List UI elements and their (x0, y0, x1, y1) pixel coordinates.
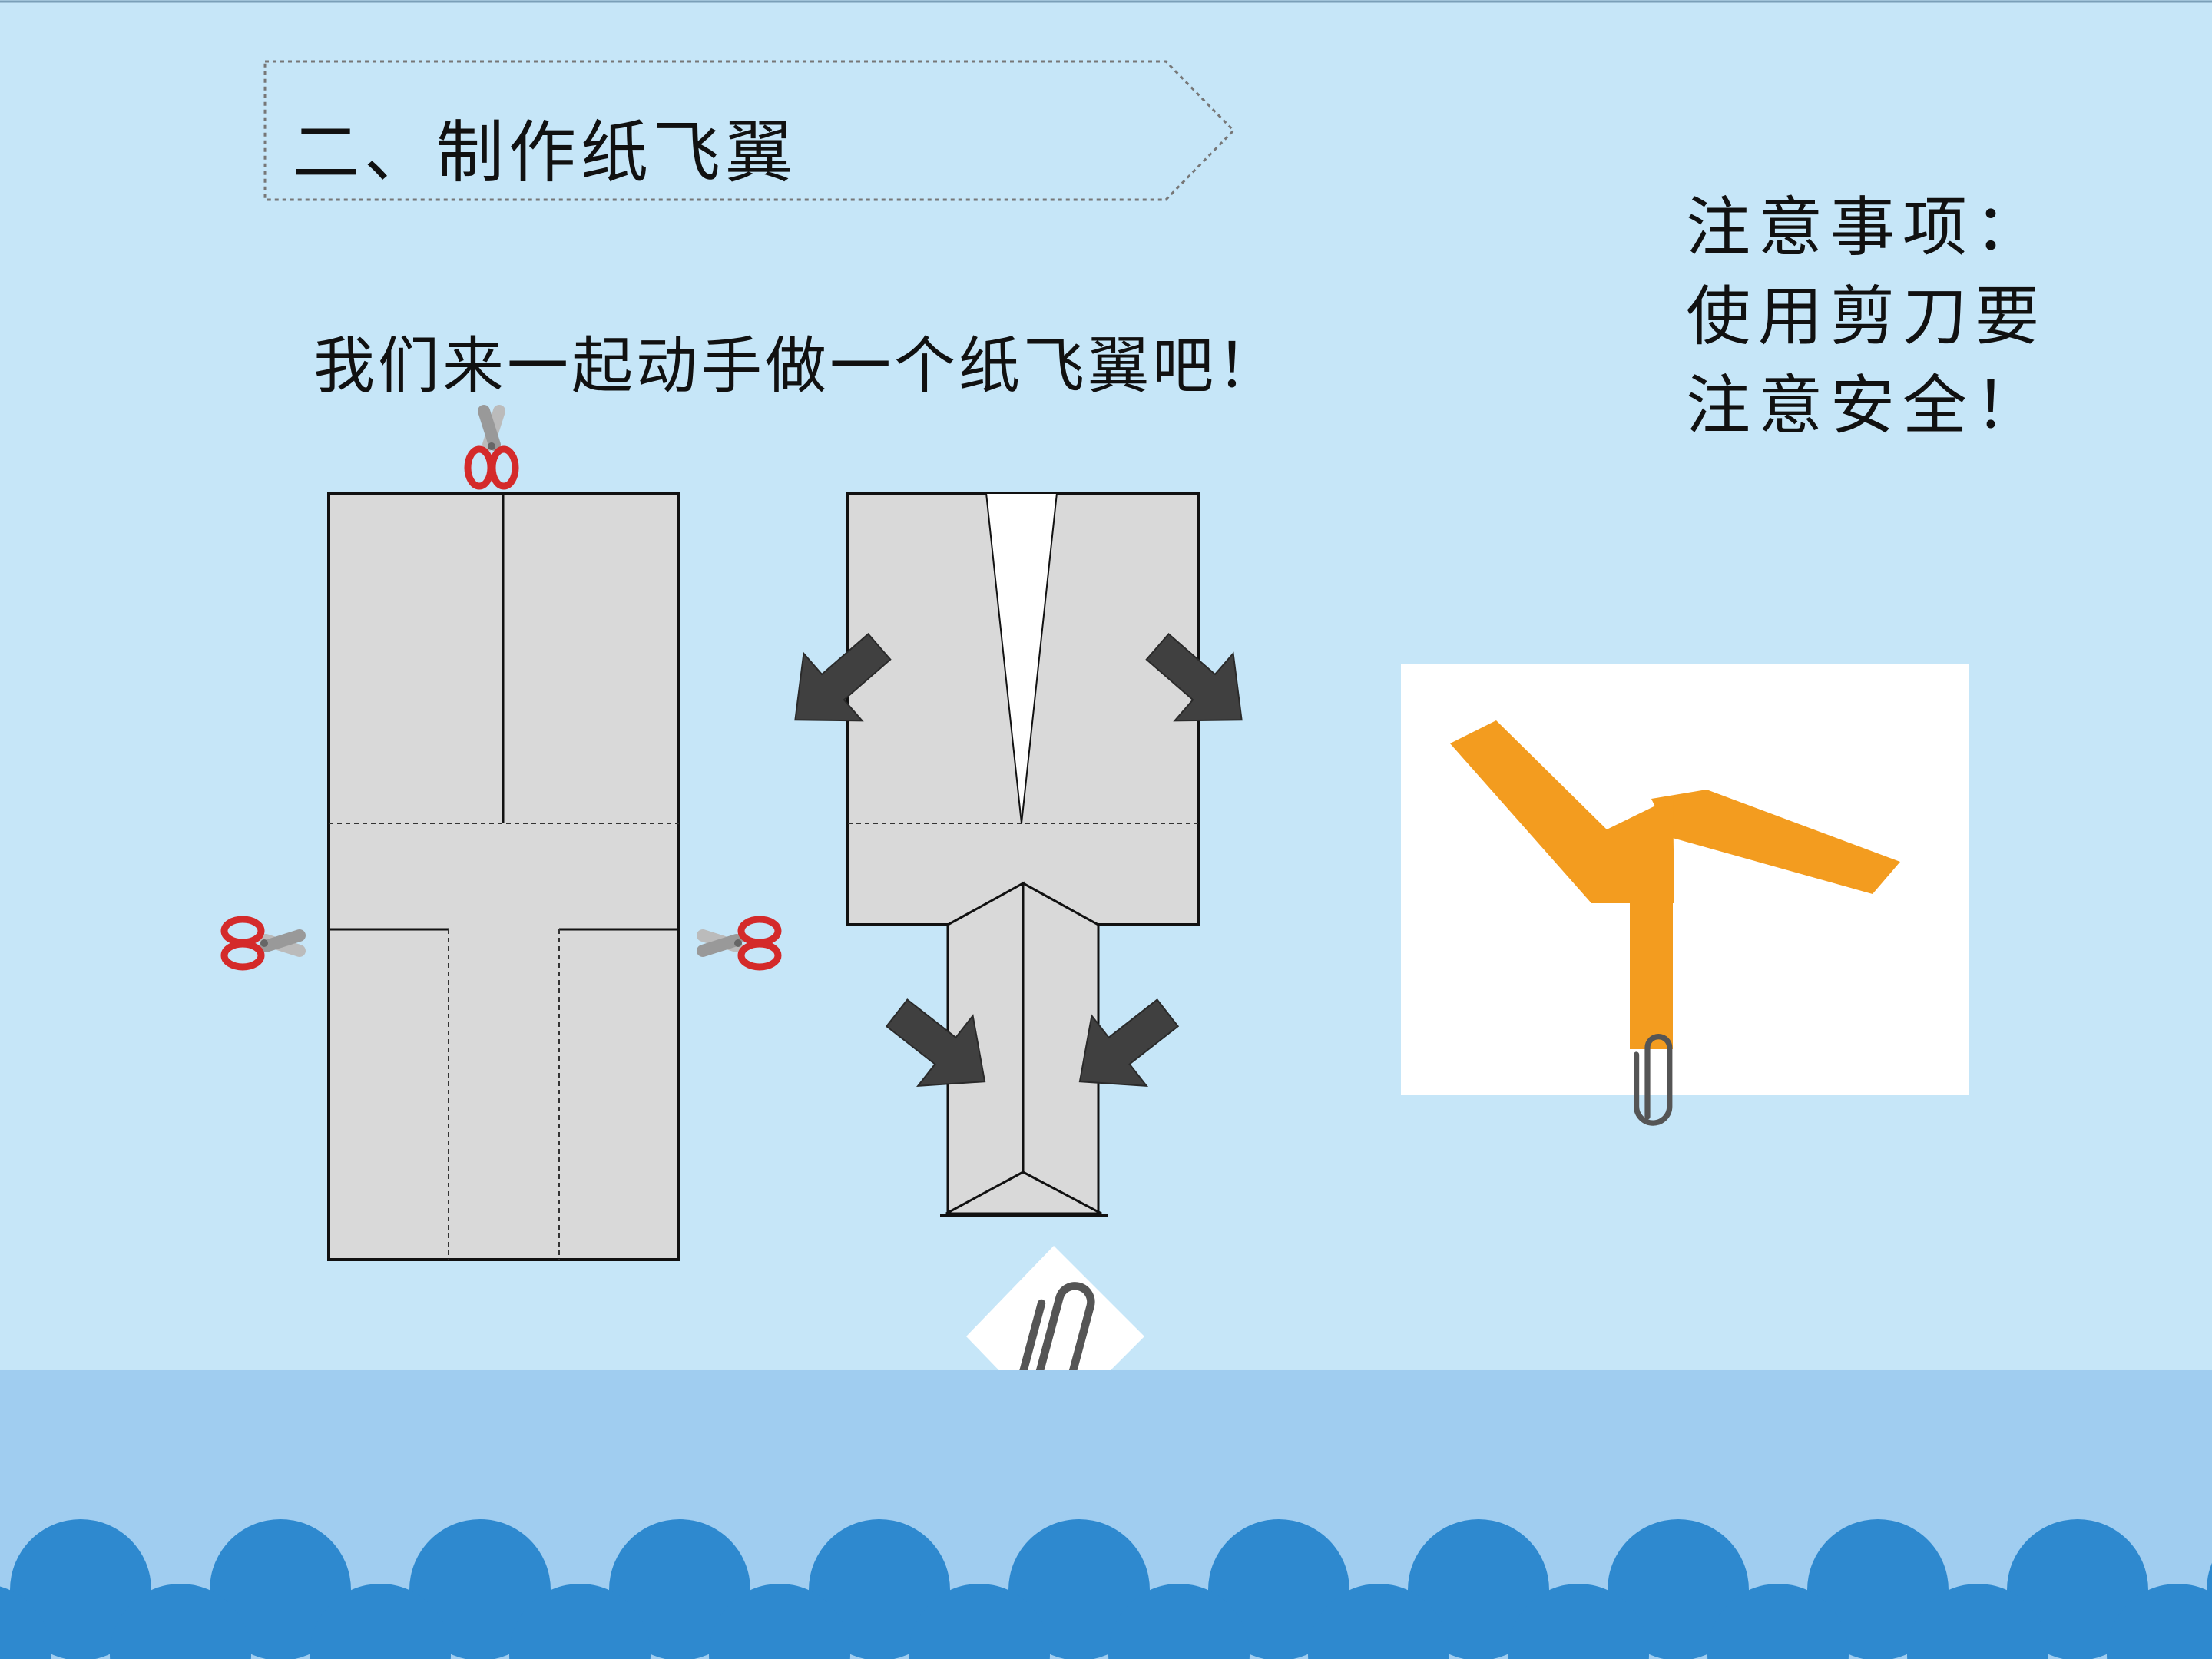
safety-note: 注意事项： 使用剪刀要 注意安全！ (1686, 183, 2047, 450)
note-line-1: 使用剪刀要 (1686, 279, 2048, 354)
paper-template-folded (846, 492, 1200, 1217)
paper-template-left (327, 492, 680, 1261)
note-heading: 注意事项： (1686, 190, 2048, 265)
wave-decoration (0, 1370, 2212, 1659)
title-banner (263, 60, 1236, 201)
scissors-icon (703, 919, 778, 967)
note-line-2: 注意安全！ (1686, 368, 2048, 443)
scissors-icon (468, 411, 515, 486)
intro-text: 我们来一起动手做一个纸飞翼吧！ (313, 330, 1281, 402)
finished-wing-image (1401, 664, 1969, 1123)
slide-title: 二、制作纸飞翼 (292, 113, 798, 192)
scissors-icon (224, 919, 300, 967)
